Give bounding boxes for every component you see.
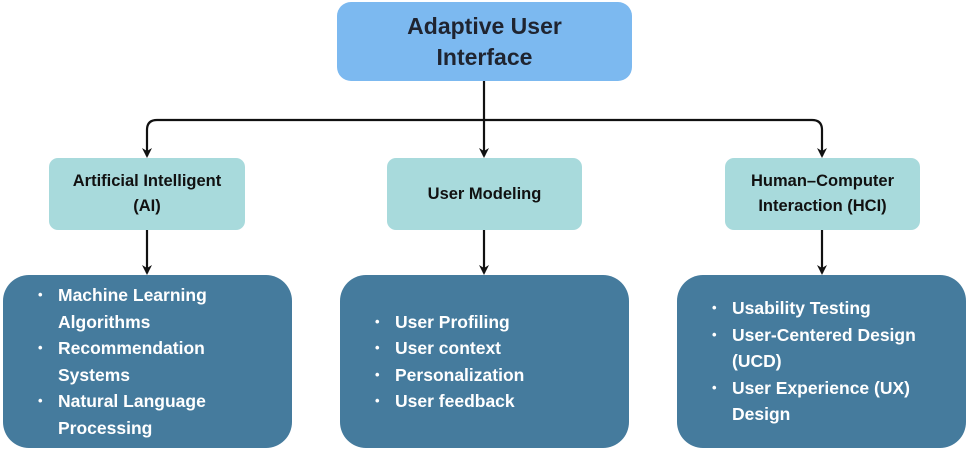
list-item: • User feedback <box>375 388 524 415</box>
list-item: • Recommendation Systems <box>38 335 207 388</box>
bullet-icon: • <box>38 287 43 302</box>
branch-hci-label-line-2: Interaction (HCI) <box>758 197 887 215</box>
branch-ai-label-line-2: (AI) <box>133 197 161 215</box>
branch-hci-label-line-1: Human–Computer <box>750 172 894 190</box>
root-node-adaptive-user-interface: Adaptive User Interface <box>337 2 632 81</box>
root-title-line-1: Adaptive User <box>407 12 562 39</box>
branch-node-hci: Human–Computer Interaction (HCI) <box>725 158 920 230</box>
connector-root-to-ai <box>142 118 484 158</box>
bullet-icon: • <box>375 340 380 355</box>
bullet-icon: • <box>375 366 380 382</box>
hci-topic-list: • Usability Testing • User-Centered Desi… <box>712 295 916 428</box>
bullet-icon: • <box>38 340 43 355</box>
connector-root-to-hci <box>484 118 827 158</box>
leaf-box-user-modeling-topics: • User Profiling • User context • Person… <box>340 275 629 448</box>
bullet-icon: • <box>375 313 380 329</box>
bullet-icon: • <box>712 300 717 316</box>
branch-ai-label-line-1: Artificial Intelligent <box>72 172 222 190</box>
list-item: • User Profiling <box>375 309 524 336</box>
leaf-box-hci-topics: • Usability Testing • User-Centered Desi… <box>677 275 966 448</box>
branch-um-label-line-1: User Modeling <box>427 184 542 203</box>
bullet-icon: • <box>375 393 380 408</box>
list-item: • User context <box>375 335 524 362</box>
bullet-icon: • <box>38 393 43 408</box>
list-item: • User-Centered Design (UCD) <box>712 322 916 375</box>
list-item: • Natural Language Processing <box>38 388 207 441</box>
leaf-box-ai-topics: • Machine Learning Algorithms • Recommen… <box>3 275 292 448</box>
bullet-icon: • <box>712 379 717 395</box>
branch-node-ai: Artificial Intelligent (AI) <box>49 158 245 230</box>
root-title-line-2: Interface <box>436 43 533 70</box>
bullet-icon: • <box>712 326 717 342</box>
ai-topic-list: • Machine Learning Algorithms • Recommen… <box>38 282 207 441</box>
user-modeling-topic-list: • User Profiling • User context • Person… <box>375 309 524 415</box>
list-item: • Machine Learning Algorithms <box>38 282 207 335</box>
branch-node-user-modeling: User Modeling <box>387 158 582 230</box>
list-item: • Personalization <box>375 362 524 389</box>
list-item: • User Experience (UX) Design <box>712 375 916 428</box>
list-item: • Usability Testing <box>712 295 916 322</box>
